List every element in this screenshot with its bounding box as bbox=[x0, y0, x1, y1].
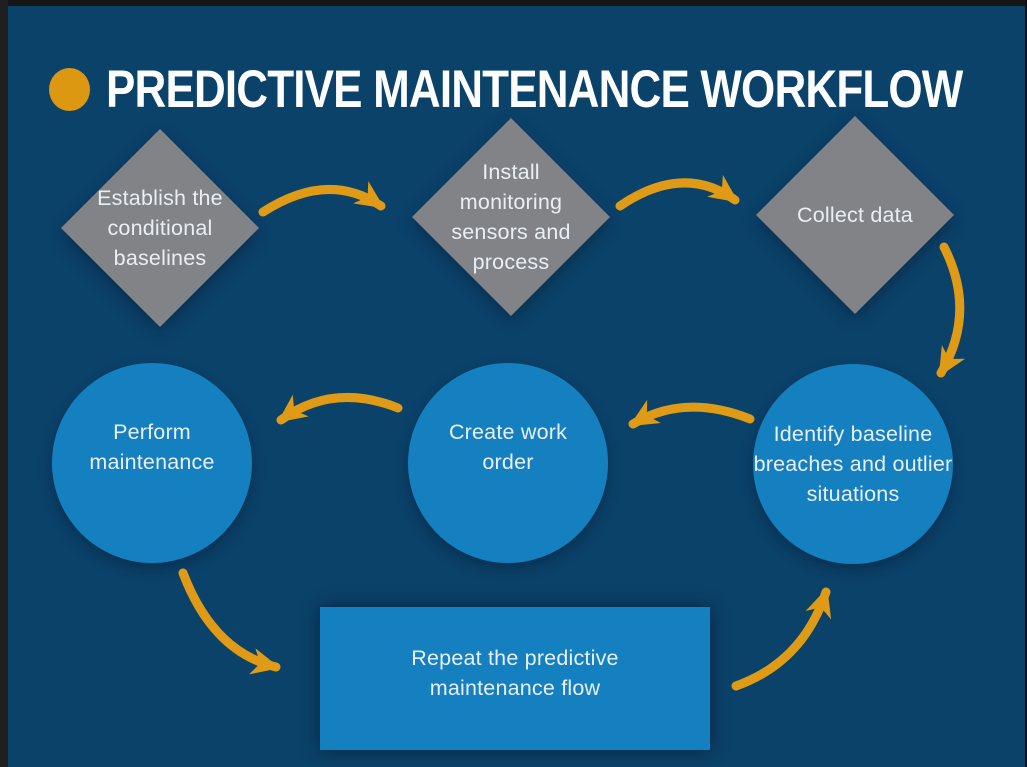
node-label: Collect data bbox=[797, 203, 913, 227]
frame-edge-right bbox=[1025, 0, 1027, 767]
node-label: Create work order bbox=[448, 420, 568, 474]
orange-dot-icon bbox=[49, 67, 90, 111]
arrow-perform-to-repeat bbox=[178, 568, 281, 675]
node-create-work-order: Create work order bbox=[408, 363, 608, 563]
node-label: Repeat the predictive maintenance flow bbox=[411, 645, 619, 700]
arrow-establish-to-install bbox=[258, 181, 386, 217]
title-row: PREDICTIVE MAINTENANCE WORKFLOW bbox=[49, 60, 1027, 119]
arrow-install-to-collect bbox=[615, 174, 740, 211]
arrow-identify-to-create bbox=[628, 399, 755, 429]
node-label: Install monitoring sensors and process bbox=[451, 160, 571, 274]
arrow-create-to-perform bbox=[276, 392, 403, 425]
node-perform-maintenance: Perform maintenance bbox=[52, 363, 252, 563]
arrow-collect-to-identify bbox=[936, 242, 966, 378]
page-title: PREDICTIVE MAINTENANCE WORKFLOW bbox=[106, 59, 963, 119]
frame-edge-left bbox=[0, 0, 8, 767]
frame-edge-top bbox=[0, 0, 1027, 6]
node-label: Identify baseline breaches and outlier s… bbox=[753, 422, 953, 506]
node-identify-breaches: Identify baseline breaches and outlier s… bbox=[753, 364, 953, 564]
arrow-repeat-to-identify bbox=[731, 587, 832, 691]
node-label: Establish the conditional baselines bbox=[97, 186, 223, 270]
node-repeat-flow: Repeat the predictive maintenance flow bbox=[320, 607, 710, 750]
node-label: Perform maintenance bbox=[89, 420, 215, 474]
